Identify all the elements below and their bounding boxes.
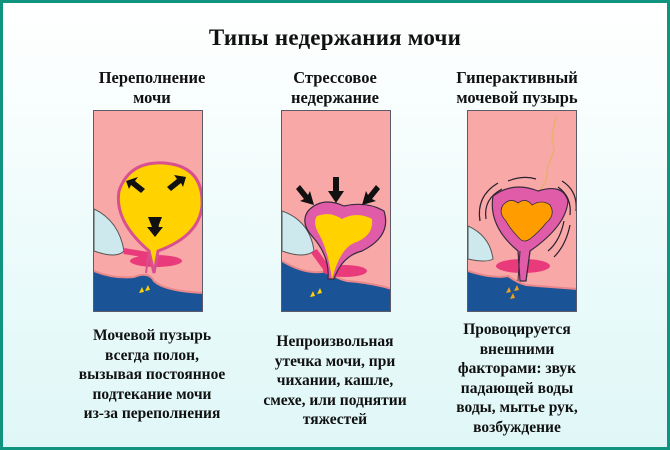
heading-line: мочевой пузырь bbox=[456, 88, 578, 107]
desc-line: подтекание мочи bbox=[92, 385, 212, 403]
illustration-overactive-bladder bbox=[467, 110, 577, 312]
heading-line: Гиперактивный bbox=[456, 68, 578, 87]
heading-line: Стрессовое bbox=[293, 68, 377, 87]
overflow-bladder-illustration bbox=[94, 111, 202, 311]
desc-line: факторами: звук bbox=[457, 360, 577, 377]
desc-line: Непроизвольная bbox=[276, 333, 394, 350]
heading-line: Переполнение bbox=[98, 68, 206, 87]
illustration-overflow-bladder bbox=[93, 110, 203, 312]
heading-line: мочи bbox=[133, 88, 171, 107]
heading-overflow: Переполнение мочи bbox=[52, 68, 252, 108]
desc-line: Провоцируется bbox=[463, 321, 571, 338]
page-title: Типы недержания мочи bbox=[208, 25, 462, 50]
desc-line: из-за переполнения bbox=[83, 405, 221, 422]
overactive-bladder-illustration bbox=[468, 111, 576, 311]
desc-line: всегда полон, bbox=[105, 346, 199, 364]
stress-bladder-illustration bbox=[282, 111, 390, 311]
desc-line: утечка мочи, при bbox=[274, 352, 396, 370]
desc-line: тяжестей bbox=[302, 411, 368, 428]
desc-line: Мочевой пузырь bbox=[92, 327, 212, 344]
description-overflow: Мочевой пузырь всегда полон, вызывая пос… bbox=[52, 326, 252, 424]
heading-stress: Стрессовое недержание bbox=[235, 68, 435, 108]
heading-line: недержание bbox=[290, 88, 379, 107]
desc-line: вызывая постоянное bbox=[78, 366, 226, 383]
desc-line: смехе, или поднятии bbox=[263, 391, 407, 409]
desc-line: возбуждение bbox=[473, 418, 561, 436]
description-stress: Непроизвольная утечка мочи, при чихании,… bbox=[235, 332, 435, 430]
desc-line: внешними bbox=[479, 340, 555, 358]
desc-line: чихании, кашле, bbox=[276, 372, 394, 389]
desc-line: падающей воды bbox=[460, 379, 574, 397]
heading-overactive: Гиперактивный мочевой пузырь bbox=[417, 68, 617, 108]
illustration-stress-bladder bbox=[281, 110, 391, 312]
desc-line: воды, мытье рук, bbox=[456, 399, 578, 416]
description-overactive: Провоцируется внешними факторами: звук п… bbox=[417, 320, 617, 437]
